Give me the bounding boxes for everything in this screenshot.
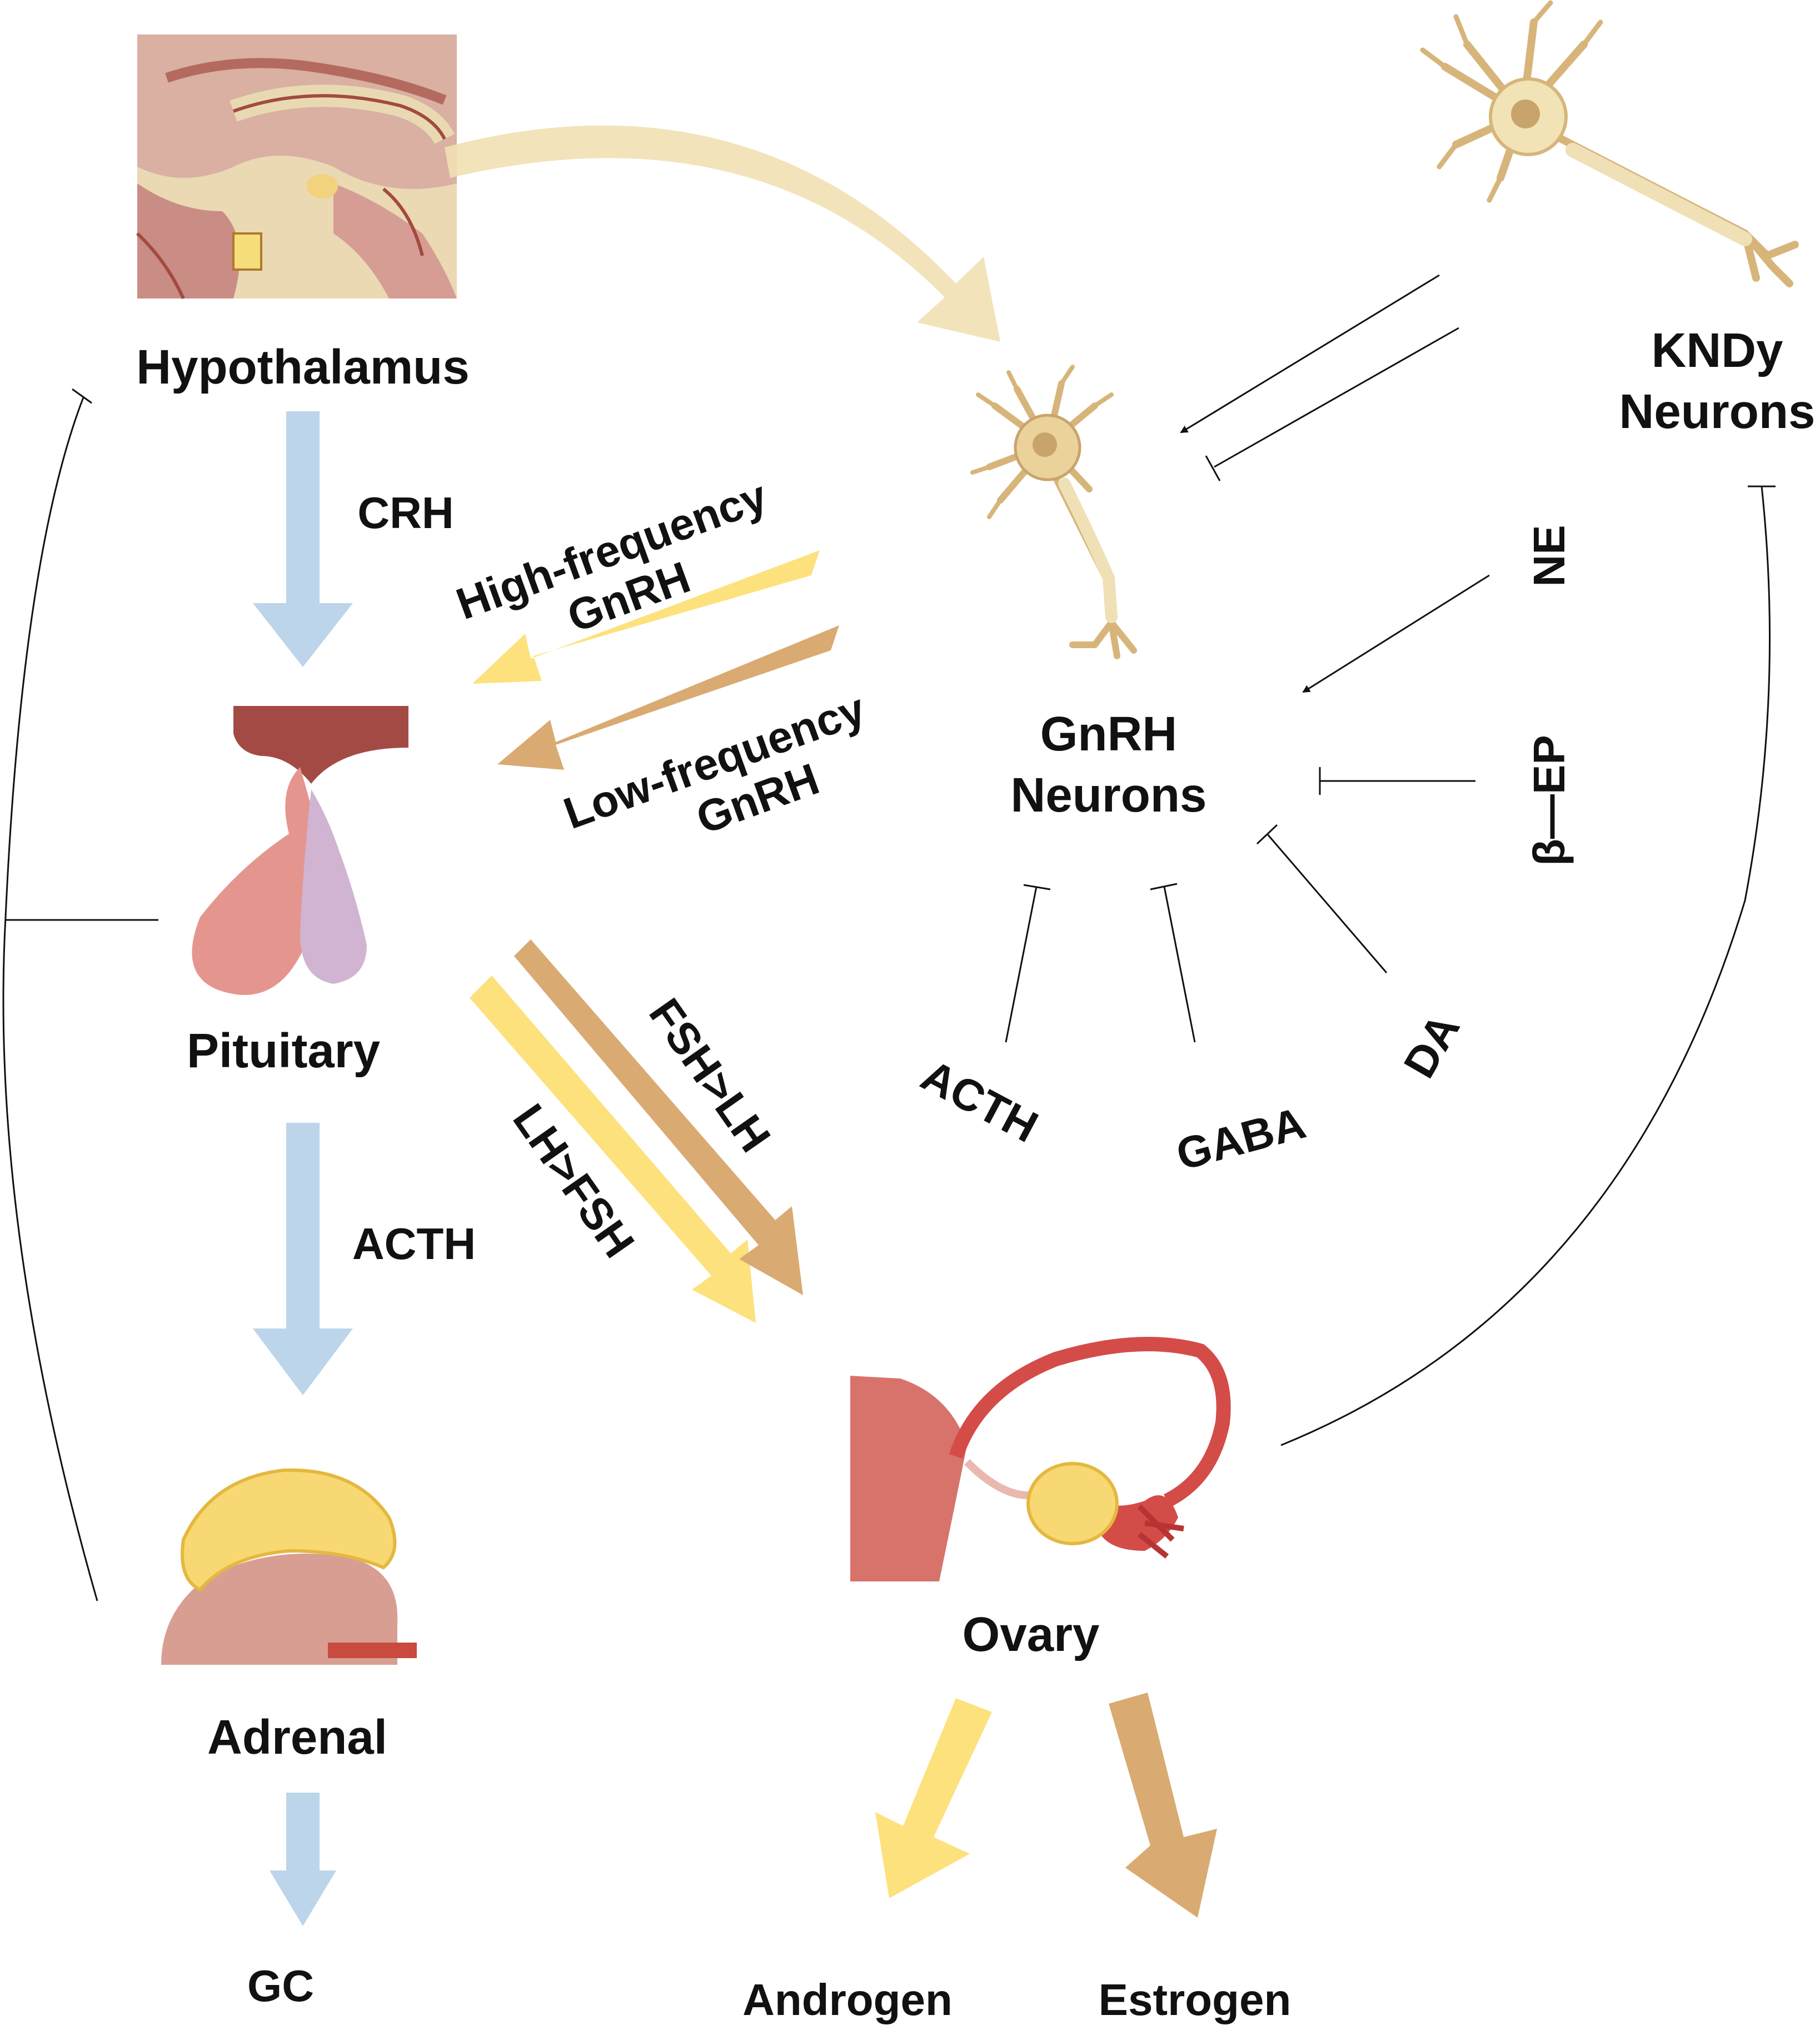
adrenal-illustration — [161, 1468, 417, 1665]
gaba-inhibit-bar — [1150, 883, 1178, 890]
gc-feedback-inhibit-bar — [72, 388, 92, 404]
kndy-inhibit-bar — [1205, 455, 1221, 481]
crh-label: CRH — [357, 488, 453, 538]
hypothalamus-to-gnrh-curved-arrow — [445, 125, 1000, 342]
low-frequency-gnrh-arrow — [497, 625, 839, 770]
ne-stimulate-line — [1302, 574, 1490, 693]
kndy-neuron-icon — [1420, 0, 1799, 287]
acth-inhibit-bar — [1023, 884, 1051, 890]
acth-modulator-label: ACTH — [914, 1050, 1046, 1152]
hypothalamus-label: Hypothalamus — [136, 340, 469, 394]
kndy-inhibit-line — [1214, 327, 1459, 468]
gaba-label: GABA — [1171, 1098, 1311, 1180]
ovary-illustration — [850, 1337, 1231, 1581]
da-inhibit-line — [1266, 833, 1388, 973]
high-frequency-gnrh-arrow — [472, 550, 820, 684]
ovary-label: Ovary — [963, 1608, 1100, 1661]
hypothalamus-illustration — [136, 34, 457, 300]
kndy-label-line1: KNDy — [1652, 324, 1783, 377]
kndy-label-line2: Neurons — [1619, 385, 1816, 439]
estrogen-label: Estrogen — [1099, 1975, 1292, 2024]
gnrh-neurons-label-line2: Neurons — [1011, 768, 1207, 822]
ne-label: NE — [1524, 525, 1574, 586]
gc-label: GC — [247, 1961, 314, 2011]
gaba-inhibit-line — [1163, 886, 1196, 1043]
blue-arrow-adrenal-to-gc — [270, 1793, 336, 1926]
beta-ep-label: β—EP — [1524, 735, 1574, 866]
acth-pituitary-label: ACTH — [352, 1219, 476, 1268]
androgen-label: Androgen — [742, 1975, 953, 2024]
gc-feedback-arc — [2, 397, 98, 1601]
lh-gt-fsh-label: LH>FSH — [503, 1095, 644, 1266]
lh-gt-fsh-arrow — [470, 976, 756, 1323]
regulatory-lines — [2, 274, 1776, 1601]
ovary-to-estrogen-arrow — [1109, 1693, 1217, 1918]
gnrh-neurons-label-line1: GnRH — [1040, 707, 1177, 761]
adrenal-label: Adrenal — [207, 1710, 387, 1764]
pituitary-illustration — [192, 706, 408, 995]
da-inhibit-bar — [1256, 824, 1278, 845]
blue-arrow-pituitary-to-adrenal — [253, 1123, 353, 1395]
acth-inhibit-line — [1005, 886, 1038, 1043]
da-label: DA — [1394, 1006, 1469, 1086]
ovary-to-androgen-arrow — [875, 1698, 992, 1898]
pituitary-label: Pituitary — [187, 1024, 380, 1078]
fsh-gt-lh-arrow — [514, 939, 803, 1295]
kndy-stimulate-line — [1180, 274, 1440, 434]
blue-arrow-hypothalamus-to-pituitary — [253, 411, 353, 667]
fsh-gt-lh-label: FSH>LH — [640, 989, 780, 1161]
ovary-kndy-feedback-arc — [1280, 486, 1771, 1446]
gnrh-neuron-icon — [970, 365, 1137, 659]
